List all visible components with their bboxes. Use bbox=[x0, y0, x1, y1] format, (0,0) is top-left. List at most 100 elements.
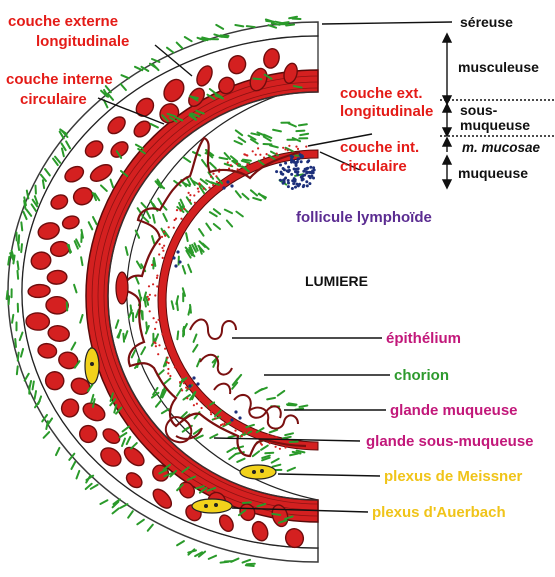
connective-dash bbox=[261, 446, 268, 450]
lymph-cell bbox=[284, 162, 287, 165]
lymph-cell bbox=[281, 173, 284, 176]
label-outer-longitudinal-1: couche externe bbox=[8, 13, 118, 30]
muscle-dot bbox=[165, 343, 167, 345]
muscle-dot bbox=[245, 432, 247, 434]
muscle-dot bbox=[255, 154, 257, 156]
connective-dash bbox=[152, 59, 159, 62]
connective-dash bbox=[163, 214, 167, 221]
muscle-dot bbox=[215, 175, 217, 177]
lymph-cell bbox=[275, 170, 278, 173]
connective-dash bbox=[283, 437, 291, 439]
connective-dash bbox=[236, 375, 241, 381]
muscle-dot bbox=[162, 257, 164, 259]
muscle-dot bbox=[224, 423, 226, 425]
muscle-dot bbox=[181, 389, 183, 391]
label-inner-circular-2: circulaire bbox=[20, 91, 87, 108]
connective-dash bbox=[17, 271, 18, 279]
connective-dash bbox=[285, 433, 293, 435]
connective-dash bbox=[253, 198, 261, 200]
lymph-cell bbox=[282, 182, 285, 185]
label-sous-muqueuse-2: muqueuse bbox=[460, 117, 530, 133]
muscle-dot bbox=[295, 146, 297, 148]
muscle-dot bbox=[161, 247, 163, 249]
muscle-dot bbox=[214, 417, 216, 419]
muscle-dot bbox=[227, 161, 229, 163]
label-follicle: follicule lymphoïde bbox=[296, 209, 432, 226]
lymph-cell bbox=[302, 178, 305, 181]
lymph-cell bbox=[279, 164, 282, 167]
connective-dash bbox=[128, 511, 133, 518]
muscle-dot bbox=[167, 357, 169, 359]
muscle-dot bbox=[234, 430, 236, 432]
muscle-dot bbox=[207, 405, 209, 407]
muscle-dot bbox=[179, 209, 181, 211]
connective-dash bbox=[81, 257, 82, 265]
connective-dash bbox=[131, 305, 132, 313]
muscle-dot bbox=[179, 381, 181, 383]
connective-dash bbox=[296, 131, 304, 132]
label-outer-longitudinal-2: longitudinale bbox=[36, 33, 129, 50]
connective-dash bbox=[164, 378, 170, 383]
connective-dash bbox=[210, 163, 216, 168]
muscle-dot bbox=[156, 275, 158, 277]
connective-dash bbox=[255, 389, 262, 393]
connective-dash bbox=[71, 462, 75, 469]
connective-dash bbox=[188, 550, 196, 552]
lymph-cell bbox=[297, 184, 300, 187]
muscle-dot bbox=[163, 231, 165, 233]
muscle-dot bbox=[242, 432, 244, 434]
lymph-cell bbox=[309, 166, 312, 169]
muscle-dot bbox=[161, 236, 163, 238]
connective-dash bbox=[273, 465, 281, 467]
muscle-dot bbox=[176, 209, 178, 211]
connective-dash bbox=[290, 454, 298, 456]
connective-dash bbox=[177, 43, 183, 49]
muscle-dot bbox=[244, 430, 246, 432]
connective-dash bbox=[251, 190, 257, 195]
muscle-dot bbox=[169, 375, 171, 377]
connective-dash bbox=[139, 290, 141, 298]
lymph-cell bbox=[306, 184, 309, 187]
muscle-dot bbox=[155, 321, 157, 323]
muscle-dot bbox=[174, 366, 176, 368]
connective-dash bbox=[17, 366, 18, 374]
connective-dash bbox=[253, 79, 261, 80]
muscle-dot bbox=[196, 403, 198, 405]
muscle-dot bbox=[181, 376, 183, 378]
connective-dash bbox=[113, 508, 119, 513]
muscle-dot bbox=[164, 235, 166, 237]
muscle-dot bbox=[236, 163, 238, 165]
connective-dash bbox=[236, 212, 242, 217]
muscle-dot bbox=[148, 285, 150, 287]
connective-dash bbox=[7, 291, 8, 299]
lymph-cell bbox=[287, 182, 290, 185]
lymph-cell bbox=[296, 173, 299, 176]
connective-dash bbox=[243, 194, 249, 199]
muscle-dot bbox=[158, 253, 160, 255]
connective-dash bbox=[190, 305, 191, 313]
connective-dash bbox=[12, 315, 13, 323]
muscle-dot bbox=[167, 372, 169, 374]
label-mm-circular-1: couche int. bbox=[340, 139, 419, 156]
muscle-dot bbox=[216, 181, 218, 183]
muscle-dot bbox=[183, 382, 185, 384]
connective-dash bbox=[294, 86, 302, 87]
plexus-left bbox=[85, 348, 99, 384]
muscle-dot bbox=[149, 294, 151, 296]
muscle-dot bbox=[305, 146, 307, 148]
lymph-cell bbox=[284, 177, 287, 180]
connective-dash bbox=[206, 224, 211, 231]
connective-dash bbox=[141, 311, 142, 319]
lymph-cell bbox=[297, 167, 300, 170]
muscle-dot bbox=[230, 164, 232, 166]
muscle-dot bbox=[275, 446, 277, 448]
muscle-dot bbox=[199, 399, 201, 401]
connective-dash bbox=[91, 485, 98, 489]
muscularis-mucosae-dots bbox=[147, 145, 308, 450]
connective-dash bbox=[153, 215, 155, 223]
muscle-dot bbox=[197, 188, 199, 190]
meissner-plexus bbox=[240, 465, 276, 479]
muscle-dot bbox=[159, 243, 161, 245]
connective-dash bbox=[172, 301, 174, 309]
muscle-dot bbox=[183, 208, 185, 210]
